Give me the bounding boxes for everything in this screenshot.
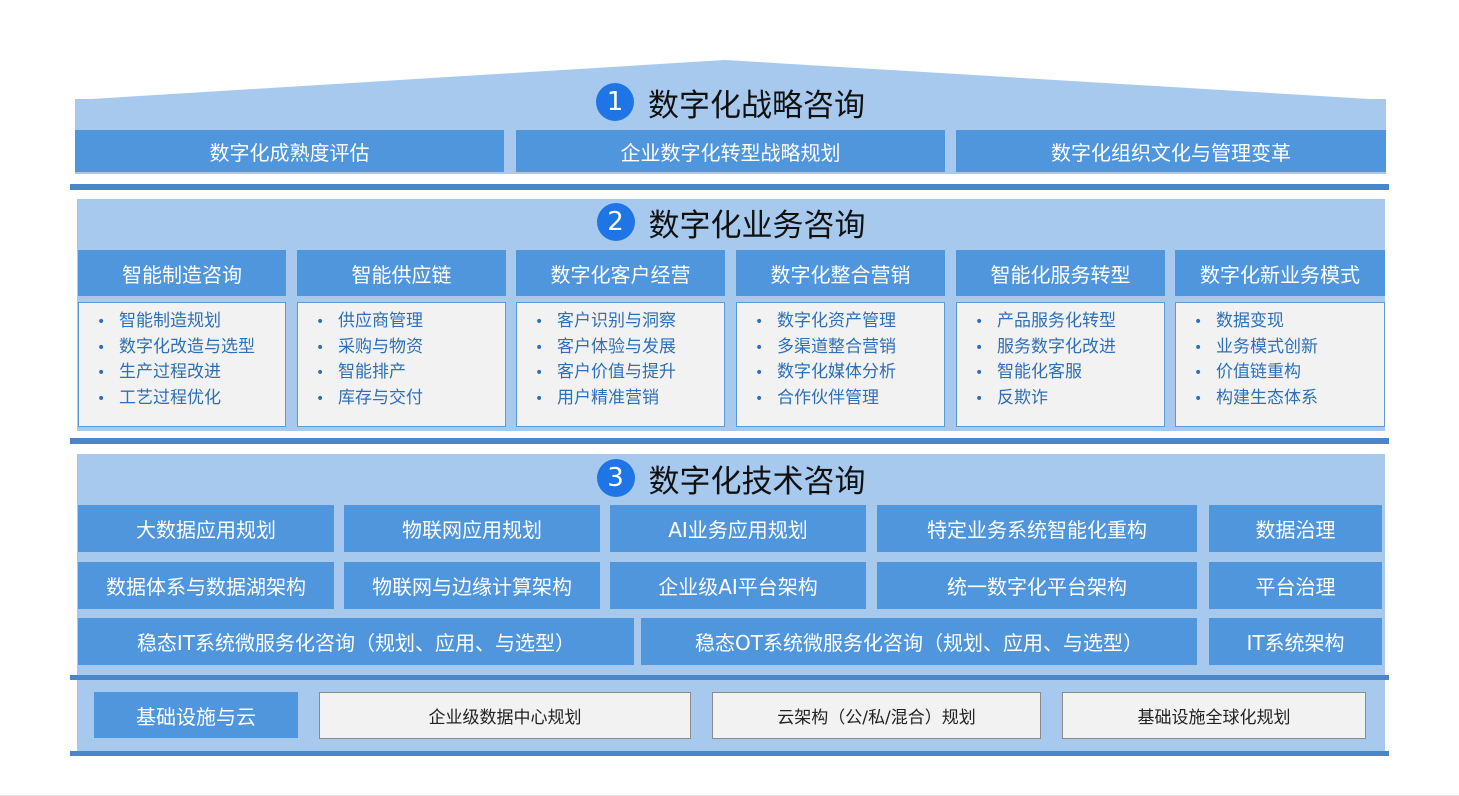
business-title: 2 数字化业务咨询: [77, 199, 1385, 245]
list-item: •采购与物资: [316, 336, 423, 357]
list-item: •客户体验与发展: [535, 336, 676, 357]
list-item: •多渠道整合营销: [755, 336, 896, 357]
strategy-item: 数字化成熟度评估: [75, 130, 504, 172]
section-number-badge: 2: [596, 203, 635, 241]
list-item: •工艺过程优化: [97, 387, 221, 408]
tech-item: 大数据应用规划: [78, 505, 334, 552]
list-item: •合作伙伴管理: [755, 387, 879, 408]
technology-title: 3 数字化技术咨询: [77, 454, 1385, 502]
business-column-title: 数字化客户经营: [516, 250, 725, 296]
list-item: •数据变现: [1194, 311, 1284, 331]
list-item: •反欺诈: [975, 387, 1048, 408]
section-title-text: 数字化战略咨询: [648, 87, 865, 124]
list-item: •产品服务化转型: [975, 311, 1116, 331]
list-item: •数字化改造与选型: [97, 336, 255, 357]
strategy-item: 企业数字化转型战略规划: [516, 130, 945, 172]
business-column-list: •客户识别与洞察 •客户体验与发展 •客户价值与提升 •用户精准营销: [516, 302, 725, 427]
list-item: •数字化资产管理: [755, 311, 896, 331]
infrastructure-item: 基础设施全球化规划: [1062, 692, 1366, 739]
list-item: •用户精准营销: [535, 387, 659, 408]
infrastructure-item: 企业级数据中心规划: [319, 692, 691, 739]
section-number-badge: 1: [596, 83, 634, 121]
tech-item: 平台治理: [1209, 562, 1382, 609]
business-column-list: •数据变现 •业务模式创新 •价值链重构 •构建生态体系: [1175, 302, 1385, 427]
infrastructure-label: 基础设施与云: [94, 692, 298, 738]
list-item: •构建生态体系: [1194, 387, 1318, 408]
business-column-list: •智能制造规划 •数字化改造与选型 •生产过程改进 •工艺过程优化: [78, 302, 286, 427]
tech-item: 物联网与边缘计算架构: [344, 562, 600, 609]
section-title-text: 数字化业务咨询: [648, 207, 866, 244]
business-column-title: 智能化服务转型: [956, 250, 1165, 296]
section-divider: [70, 184, 1389, 190]
list-item: •生产过程改进: [97, 362, 221, 382]
tech-item: 特定业务系统智能化重构: [877, 505, 1197, 552]
tech-item: IT系统架构: [1209, 618, 1382, 665]
list-item: •库存与交付: [316, 387, 423, 408]
strategy-item: 数字化组织文化与管理变革: [956, 130, 1386, 172]
business-column-title: 智能制造咨询: [78, 250, 286, 296]
list-item: •智能化客服: [975, 362, 1082, 382]
business-column-title: 数字化整合营销: [736, 250, 945, 296]
list-item: •客户价值与提升: [535, 362, 676, 382]
tech-item: 企业级AI平台架构: [610, 562, 866, 609]
section-divider: [70, 675, 1389, 680]
section-title-text: 数字化技术咨询: [648, 463, 866, 500]
tech-item: 数据治理: [1209, 505, 1382, 552]
strategy-title: 1 数字化战略咨询: [75, 80, 1386, 124]
business-column-list: •产品服务化转型 •服务数字化改进 •智能化客服 •反欺诈: [956, 302, 1165, 427]
business-column-list: •数字化资产管理 •多渠道整合营销 •数字化媒体分析 •合作伙伴管理: [736, 302, 945, 427]
tech-item: 物联网应用规划: [344, 505, 600, 552]
tech-item: 统一数字化平台架构: [877, 562, 1197, 609]
base-divider: [70, 751, 1389, 756]
business-band: [77, 199, 1385, 431]
tech-item: 稳态IT系统微服务化咨询（规划、应用、与选型）: [78, 618, 634, 665]
business-column-list: •供应商管理 •采购与物资 •智能排产 •库存与交付: [297, 302, 506, 427]
list-item: •客户识别与洞察: [535, 311, 676, 331]
business-column-title: 智能供应链: [297, 250, 506, 296]
list-item: •价值链重构: [1194, 362, 1301, 382]
section-number-badge: 3: [596, 459, 635, 497]
list-item: •智能制造规划: [97, 311, 221, 331]
list-item: •业务模式创新: [1194, 336, 1318, 357]
tech-item: 稳态OT系统微服务化咨询（规划、应用、与选型）: [641, 618, 1197, 665]
list-item: •智能排产: [316, 362, 406, 382]
tech-item: 数据体系与数据湖架构: [78, 562, 334, 609]
tech-item: AI业务应用规划: [610, 505, 866, 552]
infrastructure-item: 云架构（公/私/混合）规划: [712, 692, 1041, 739]
business-column-title: 数字化新业务模式: [1175, 250, 1385, 296]
list-item: •服务数字化改进: [975, 336, 1116, 357]
section-divider: [70, 438, 1389, 444]
list-item: •数字化媒体分析: [755, 362, 896, 382]
list-item: •供应商管理: [316, 311, 423, 331]
roof-shape: [75, 60, 1386, 100]
